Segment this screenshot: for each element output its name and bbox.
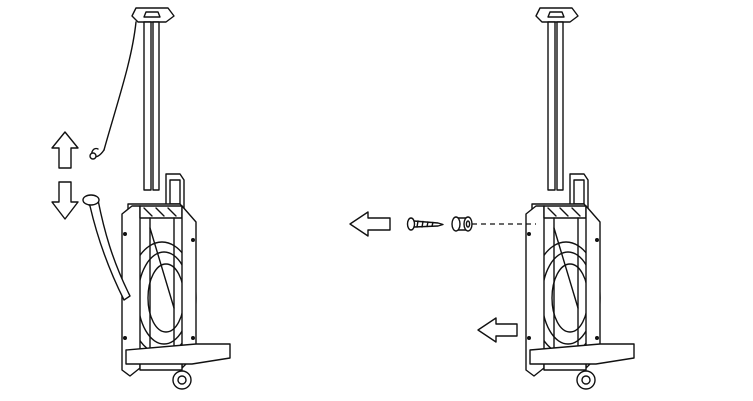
cable-with-hook	[103, 21, 137, 151]
hose	[82, 194, 131, 301]
screw	[406, 217, 444, 231]
left-panel	[51, 7, 231, 390]
right-panel	[349, 7, 635, 390]
left-arrow-icon	[477, 317, 518, 343]
up-arrow-icon	[51, 131, 79, 169]
reel-housing	[525, 7, 635, 390]
left-arrow-icon	[349, 211, 391, 237]
reel-housing	[121, 7, 231, 390]
spacer	[451, 216, 473, 232]
down-arrow-icon	[51, 181, 79, 220]
